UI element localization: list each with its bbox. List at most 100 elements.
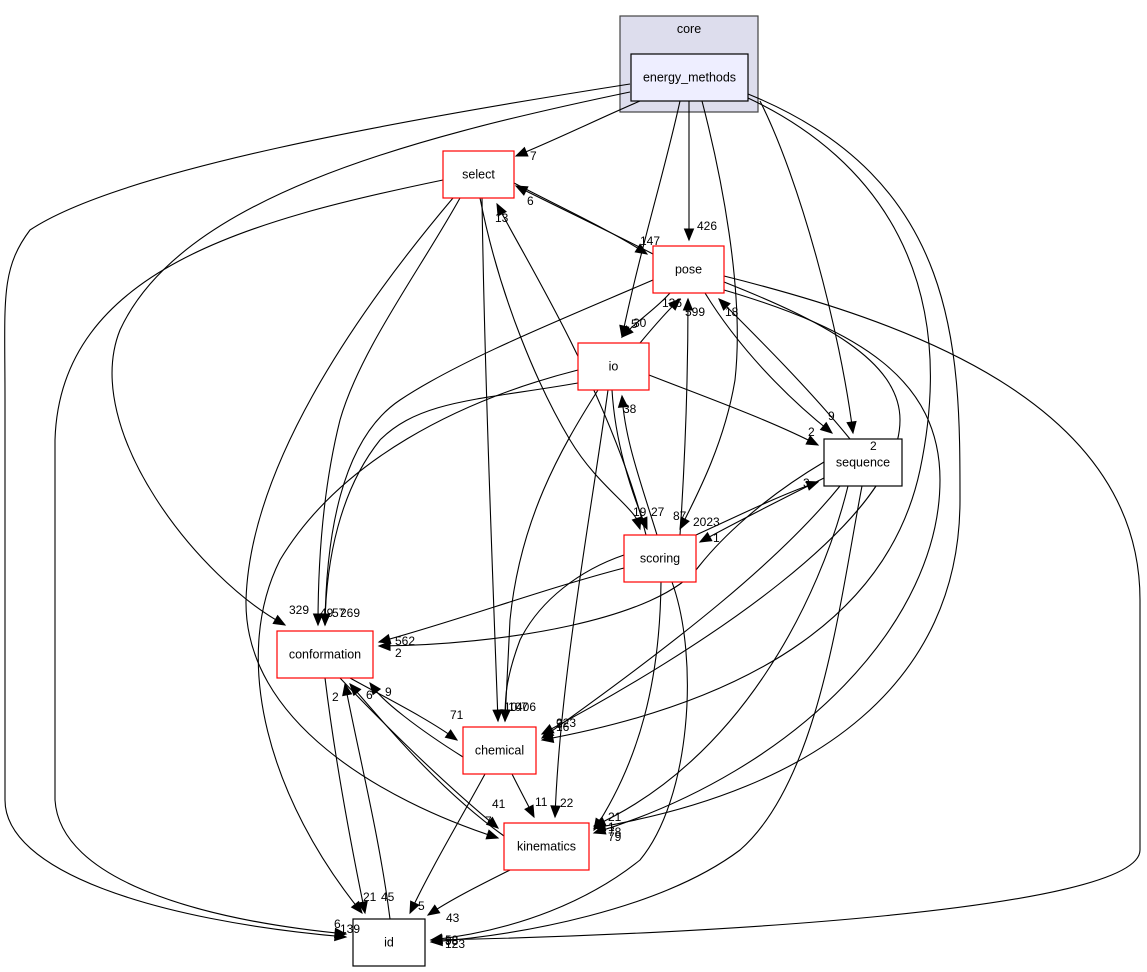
edge-energy_methods-to-kinematics[interactable]: [592, 93, 961, 832]
edge-label[interactable]: 107: [508, 700, 528, 714]
edge-label[interactable]: 147: [640, 234, 660, 248]
edge-label[interactable]: 21: [363, 890, 377, 904]
edge-label[interactable]: 41: [492, 797, 506, 811]
edge-label[interactable]: 79: [608, 830, 622, 844]
edge-label[interactable]: 123: [445, 937, 465, 951]
edge-label[interactable]: 30: [633, 316, 647, 330]
edge-label[interactable]: 5: [631, 317, 638, 331]
edge-scoring-to-pose[interactable]: [679, 297, 694, 536]
node-scoring[interactable]: scoring: [623, 534, 697, 583]
edge-label[interactable]: 45: [381, 890, 395, 904]
edge-label[interactable]: 9: [385, 685, 392, 699]
edge-chemical-to-kinematics[interactable]: [511, 773, 535, 819]
edge-label[interactable]: 9: [556, 717, 563, 731]
edge-label[interactable]: 6: [527, 194, 534, 208]
node-energy-methods[interactable]: energy_methods: [630, 53, 749, 102]
edge-label[interactable]: 7: [530, 149, 537, 163]
node-id[interactable]: id: [352, 918, 426, 967]
edge-label[interactable]: 10: [504, 700, 518, 714]
node-sequence[interactable]: sequence: [823, 438, 903, 487]
edge-label[interactable]: 98: [445, 934, 459, 948]
edge-label[interactable]: 19: [633, 505, 647, 519]
edge-select-to-kinematics[interactable]: [245, 197, 500, 840]
edge-energy_methods-to-pose[interactable]: [683, 101, 695, 242]
edge-label[interactable]: 269: [340, 606, 360, 620]
edge-label[interactable]: 2023: [693, 515, 720, 529]
edge-select-to-chemical[interactable]: [481, 197, 503, 723]
edge-label[interactable]: 16: [556, 720, 570, 734]
edge-pose-to-select[interactable]: [514, 185, 654, 255]
node-chemical[interactable]: chemical: [462, 726, 537, 775]
edge-conformation-to-chemical[interactable]: [349, 677, 459, 741]
edge-label[interactable]: 1: [608, 820, 615, 834]
edge-sequence-to-pose[interactable]: [718, 298, 851, 440]
edge-chemical-to-conformation[interactable]: [369, 681, 464, 758]
edge-label[interactable]: 11: [535, 795, 548, 809]
edge-label[interactable]: 18: [725, 305, 739, 319]
edge-label[interactable]: 139: [340, 922, 360, 936]
edge-label[interactable]: 6: [366, 688, 373, 702]
edge-kinematics-to-id[interactable]: [426, 869, 511, 916]
edge-select-to-id[interactable]: [54, 179, 444, 939]
edge-scoring-to-id[interactable]: [429, 581, 688, 944]
edge-label[interactable]: 2: [395, 646, 402, 660]
edge-label[interactable]: 2: [808, 425, 815, 439]
edge-label[interactable]: 406: [516, 700, 536, 714]
edge-label[interactable]: 426: [697, 219, 717, 233]
edge-label[interactable]: 223: [556, 716, 576, 730]
edge-scoring-to-select[interactable]: [496, 202, 647, 536]
edge-sequence-to-chemical[interactable]: [540, 485, 841, 739]
node-kinematics[interactable]: kinematics: [503, 822, 590, 871]
edge-energy_methods-to-sequence[interactable]: [759, 100, 857, 435]
edge-select-to-conformation[interactable]: [312, 197, 461, 627]
edge-label[interactable]: 27: [651, 505, 665, 519]
edge-label[interactable]: 78: [608, 825, 622, 839]
edge-label[interactable]: 13: [495, 211, 509, 225]
edge-chemical-to-id[interactable]: [409, 773, 486, 915]
edge-io-to-sequence[interactable]: [648, 374, 820, 446]
edge-label[interactable]: 49: [320, 606, 334, 620]
edge-label[interactable]: 58: [445, 933, 459, 947]
edge-label[interactable]: 57: [332, 606, 346, 620]
edge-kinematics-to-conformation[interactable]: [349, 683, 505, 837]
edge-io-to-pose[interactable]: [639, 298, 681, 344]
edge-conformation-to-id[interactable]: [324, 677, 368, 915]
edge-id-to-conformation[interactable]: [342, 682, 391, 920]
edge-energy_methods-to-chemical[interactable]: [540, 97, 931, 744]
edge-label[interactable]: 2: [870, 439, 877, 453]
edge-scoring-to-kinematics[interactable]: [593, 581, 662, 832]
edge-energy_methods-to-select[interactable]: [514, 100, 641, 157]
edge-label[interactable]: 38: [623, 402, 637, 416]
edge-label[interactable]: 1: [713, 531, 720, 545]
node-conformation[interactable]: conformation: [276, 630, 374, 679]
node-pose[interactable]: pose: [652, 245, 725, 294]
edge-label[interactable]: 7: [485, 814, 492, 828]
edge-label[interactable]: 22: [560, 796, 574, 810]
node-io[interactable]: io: [577, 342, 650, 391]
edge-label[interactable]: 5: [418, 899, 425, 913]
edge-label[interactable]: 6: [334, 917, 341, 931]
edge-energy_methods-to-id[interactable]: [4, 83, 631, 942]
edge-label[interactable]: 3: [803, 476, 810, 490]
edge-energy_methods-to-conformation[interactable]: [111, 91, 631, 626]
edge-label[interactable]: 2: [332, 690, 339, 704]
edge-io-to-kinematics[interactable]: [550, 389, 609, 819]
edge-scoring-to-io[interactable]: [617, 394, 658, 536]
node-select[interactable]: select: [442, 150, 515, 199]
edge-io-to-conformation[interactable]: [320, 382, 579, 627]
edge-label[interactable]: 599: [685, 305, 705, 319]
edge-label[interactable]: 562: [395, 634, 415, 648]
edge-pose-to-kinematics[interactable]: [592, 289, 941, 835]
edge-scoring-to-chemical[interactable]: [499, 554, 625, 723]
edge-label[interactable]: 87: [673, 509, 687, 523]
edge-pose-to-io[interactable]: [621, 292, 671, 338]
edge-pose-to-sequence[interactable]: [704, 292, 834, 434]
edge-select-to-pose[interactable]: [513, 182, 649, 255]
edge-scoring-to-conformation[interactable]: [377, 567, 625, 644]
edge-label[interactable]: 71: [450, 708, 464, 722]
edge-label[interactable]: 21: [608, 810, 622, 824]
edge-label[interactable]: 136: [662, 296, 682, 310]
edge-scoring-to-sequence[interactable]: [695, 480, 820, 536]
edge-label[interactable]: 43: [446, 911, 460, 925]
edge-label[interactable]: 9: [828, 409, 835, 423]
